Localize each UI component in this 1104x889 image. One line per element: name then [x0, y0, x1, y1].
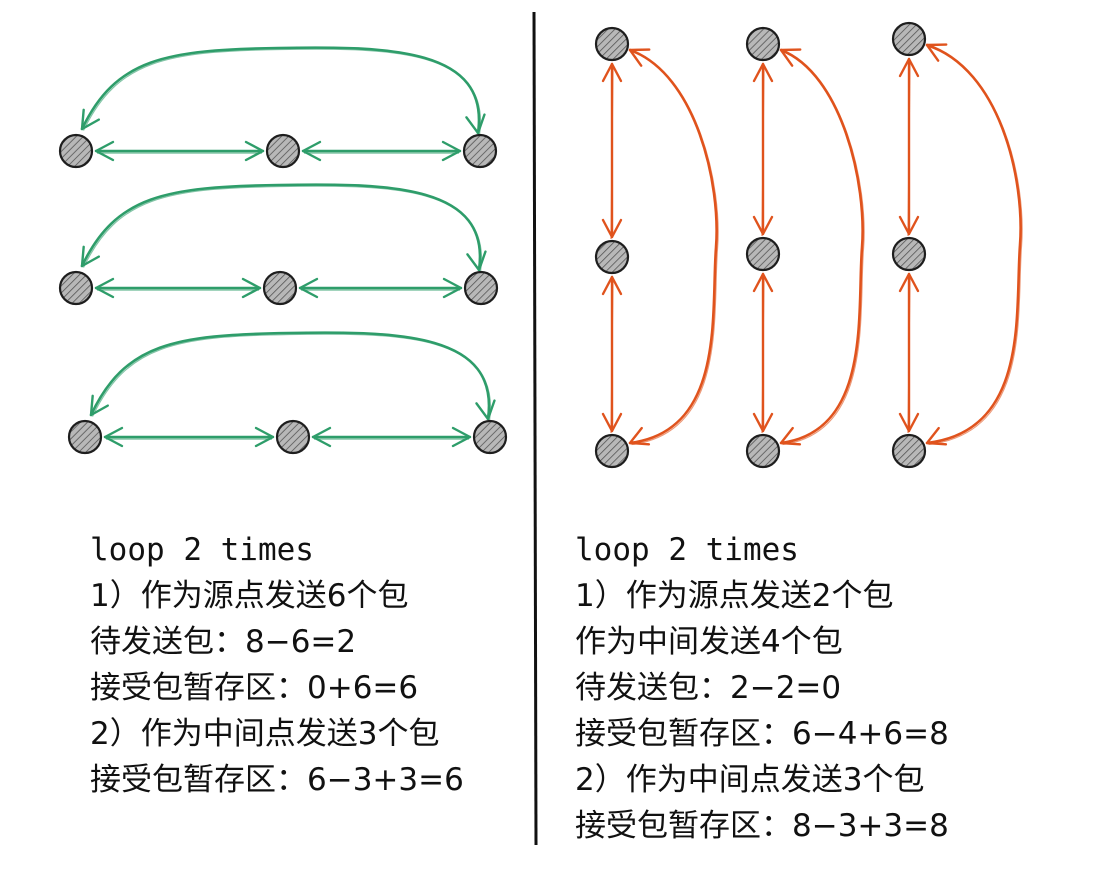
center-divider — [532, 11, 538, 846]
right-col1-arrow-mid-bot — [601, 275, 623, 434]
left-buffer-text: 接受包暂存区：0+6=6 — [90, 670, 419, 706]
left-row1-node-source — [58, 133, 94, 169]
left-row2-arrow-a-m — [94, 277, 262, 299]
right-col1-node-top — [594, 26, 630, 62]
right-col2-arc-arrow — [779, 48, 865, 446]
left-row2-node-middle — [262, 270, 298, 306]
right-buffer-text: 接受包暂存区：6−4+6=8 — [575, 716, 949, 752]
left-row3-arc-head-end — [475, 399, 496, 421]
left-row1-arc-head-end — [465, 113, 486, 135]
left-row3-node-end — [472, 419, 508, 455]
left-row1-arc-arrow — [80, 46, 482, 135]
left-row1-arrow-a-m — [94, 140, 265, 162]
left-row2-node-end — [463, 270, 499, 306]
left-explanation: loop 2 times 1）作为源点发送6个包 待发送包：8−6=2 接受包暂… — [90, 527, 464, 803]
left-row1-arrow-m-c — [301, 140, 462, 162]
left-row2-node-source — [58, 270, 94, 306]
left-row3-node-middle — [275, 419, 311, 455]
left-row2-arc-arrow — [80, 183, 483, 272]
right-col3-arrow-mid-bot — [898, 272, 920, 434]
right-col1-arc-head-bottom — [628, 426, 651, 446]
right-middle-text: 作为中间发送4个包 — [575, 624, 843, 660]
left-row2-arc-head-end — [466, 250, 487, 272]
right-col3-arc-arrow — [925, 43, 1023, 446]
right-col2-arrow-mid-bot — [752, 272, 774, 434]
right-col3-arc-head-bottom — [925, 426, 948, 446]
left-row3-arc-arrow — [89, 331, 492, 421]
left-row2-arrow-m-c — [298, 277, 463, 299]
left-step1-text: 1）作为源点发送6个包 — [90, 578, 409, 614]
right-explanation: loop 2 times 1）作为源点发送2个包 作为中间发送4个包 待发送包：… — [575, 527, 949, 849]
right-buffer2-text: 接受包暂存区：8−3+3=8 — [575, 808, 949, 844]
right-col3-node-top — [891, 21, 927, 57]
right-col1-node-middle — [594, 239, 630, 275]
right-col1-arc-arrow — [628, 48, 719, 446]
right-col2-node-top — [745, 26, 781, 62]
left-step2-text: 2）作为中间点发送3个包 — [90, 716, 440, 752]
left-row1-node-end — [462, 133, 498, 169]
left-row3-node-source — [67, 419, 103, 455]
right-col1-node-bottom — [594, 433, 630, 469]
right-pending-text: 待发送包：2−2=0 — [575, 670, 842, 706]
left-row1-node-middle — [265, 133, 301, 169]
left-pending-text: 待发送包：8−6=2 — [90, 624, 357, 660]
right-step2-text: 2）作为中间点发送3个包 — [575, 762, 925, 798]
right-col2-node-bottom — [745, 433, 781, 469]
right-col3-node-bottom — [891, 433, 927, 469]
right-step1-text: 1）作为源点发送2个包 — [575, 578, 894, 614]
right-col2-node-middle — [745, 236, 781, 272]
right-col2-arc-head-bottom — [779, 426, 802, 446]
left-row3-arrow-m-c — [311, 426, 472, 448]
right-loop-heading: loop 2 times — [575, 532, 799, 568]
right-col2-arrow-top-mid — [752, 62, 774, 237]
right-col3-node-middle — [891, 236, 927, 272]
left-loop-heading: loop 2 times — [90, 532, 314, 568]
left-buffer2-text: 接受包暂存区：6−3+3=6 — [90, 762, 464, 798]
right-col1-arrow-top-mid — [601, 62, 623, 240]
right-col3-arrow-top-mid — [898, 57, 920, 237]
left-row3-arrow-a-m — [103, 426, 275, 448]
